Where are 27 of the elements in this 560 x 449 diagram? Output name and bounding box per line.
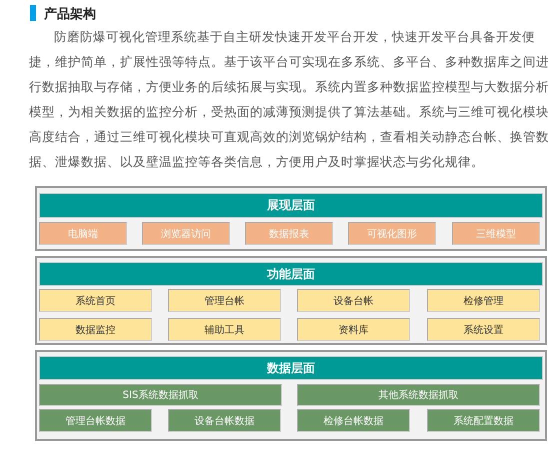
module-box: 系统设置 <box>427 318 540 341</box>
layer-header-band: 功能层面 <box>39 262 543 286</box>
layer-panel <box>35 350 547 441</box>
module-box: 系统首页 <box>39 289 152 312</box>
module-box: 电脑端 <box>39 222 127 245</box>
module-box: 数据监控 <box>39 318 152 341</box>
module-box: 三维模型 <box>452 222 540 245</box>
layer-header-band: 数据层面 <box>39 356 543 380</box>
module-box: 资料库 <box>297 318 410 341</box>
module-box: 设备台帐 <box>297 289 410 312</box>
layer-panel <box>35 186 547 251</box>
module-box: 可视化图形 <box>348 222 436 245</box>
module-box: 系统配置数据 <box>427 409 540 432</box>
module-box: 检修台帐数据 <box>297 409 410 432</box>
module-box: 管理台帐 <box>168 289 281 312</box>
module-box: 检修管理 <box>427 289 540 312</box>
description-paragraph: 防磨防爆可视化管理系统基于自主研发快速开发平台开发，快速开发平台具备开发便捷，维护简单，扩展性强等特点。基于该平台可实现在多系统、多平台、多种数据库之间进行数据抽取与存储，方便业务的后续拓展与实现。系统内置多种数据监控模型与大数据分析模型，为相关数据的监控分析，受热面的减薄预测提供了算法基础。系统与三维可视化模块高度结合，通过三维可视化模块可直观高效的浏览锅炉结构，查看相关动静态台帐、换管数据、泄爆数据、以及壁温监控等各类信息，方便用户及时掌握状态与劣化规律。 <box>29 28 549 171</box>
module-box: 管理台帐数据 <box>39 409 152 432</box>
module-box: 数据报表 <box>245 222 333 245</box>
module-box: 浏览器访问 <box>142 222 230 245</box>
module-box: 辅助工具 <box>168 318 281 341</box>
section-title: 产品架构 <box>44 6 96 23</box>
module-box: 设备台帐数据 <box>168 409 281 432</box>
layer-panel <box>35 256 547 345</box>
module-box: SIS系统数据抓取 <box>39 384 282 406</box>
layer-header-band: 展现层面 <box>39 193 543 218</box>
module-box: 其他系统数据抓取 <box>297 384 540 406</box>
